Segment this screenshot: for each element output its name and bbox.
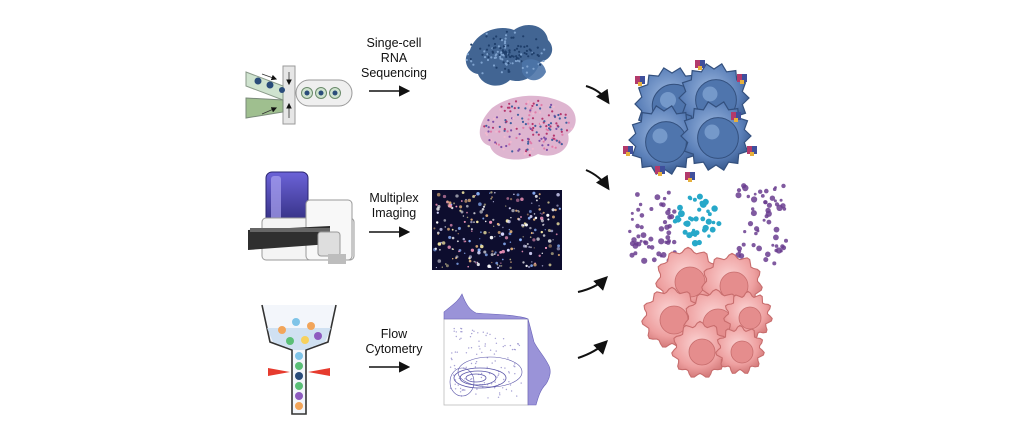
arrow-to-cytokines [585, 169, 610, 191]
arrow-to-immune [585, 85, 610, 105]
arrow-to-tumor [577, 276, 608, 293]
umap-embedding-plots [465, 25, 576, 160]
method-label-multiplex-imaging: Multiplex Imaging [369, 191, 419, 220]
method-arrows [369, 85, 411, 373]
flow-cytometry-contour-plot [443, 293, 551, 406]
arrow-from-flow [577, 340, 608, 359]
microfluidic-droplet-chip-icon [245, 65, 353, 125]
target-arrows [577, 85, 610, 359]
immune-cell-cluster-icon [623, 60, 757, 182]
tumor-cell-cluster-icon [641, 246, 773, 378]
slide-scanner-microscope-icon [248, 171, 355, 264]
method-label-scrnaseq: Singe-cell RNA Sequencing [360, 36, 428, 80]
cytokine-particles-icon [628, 183, 788, 266]
multiplex-fluorescence-image [432, 190, 562, 270]
flow-cytometer-nozzle-icon [261, 304, 337, 415]
method-label-flow-cytometry: Flow Cytometry [365, 327, 423, 356]
